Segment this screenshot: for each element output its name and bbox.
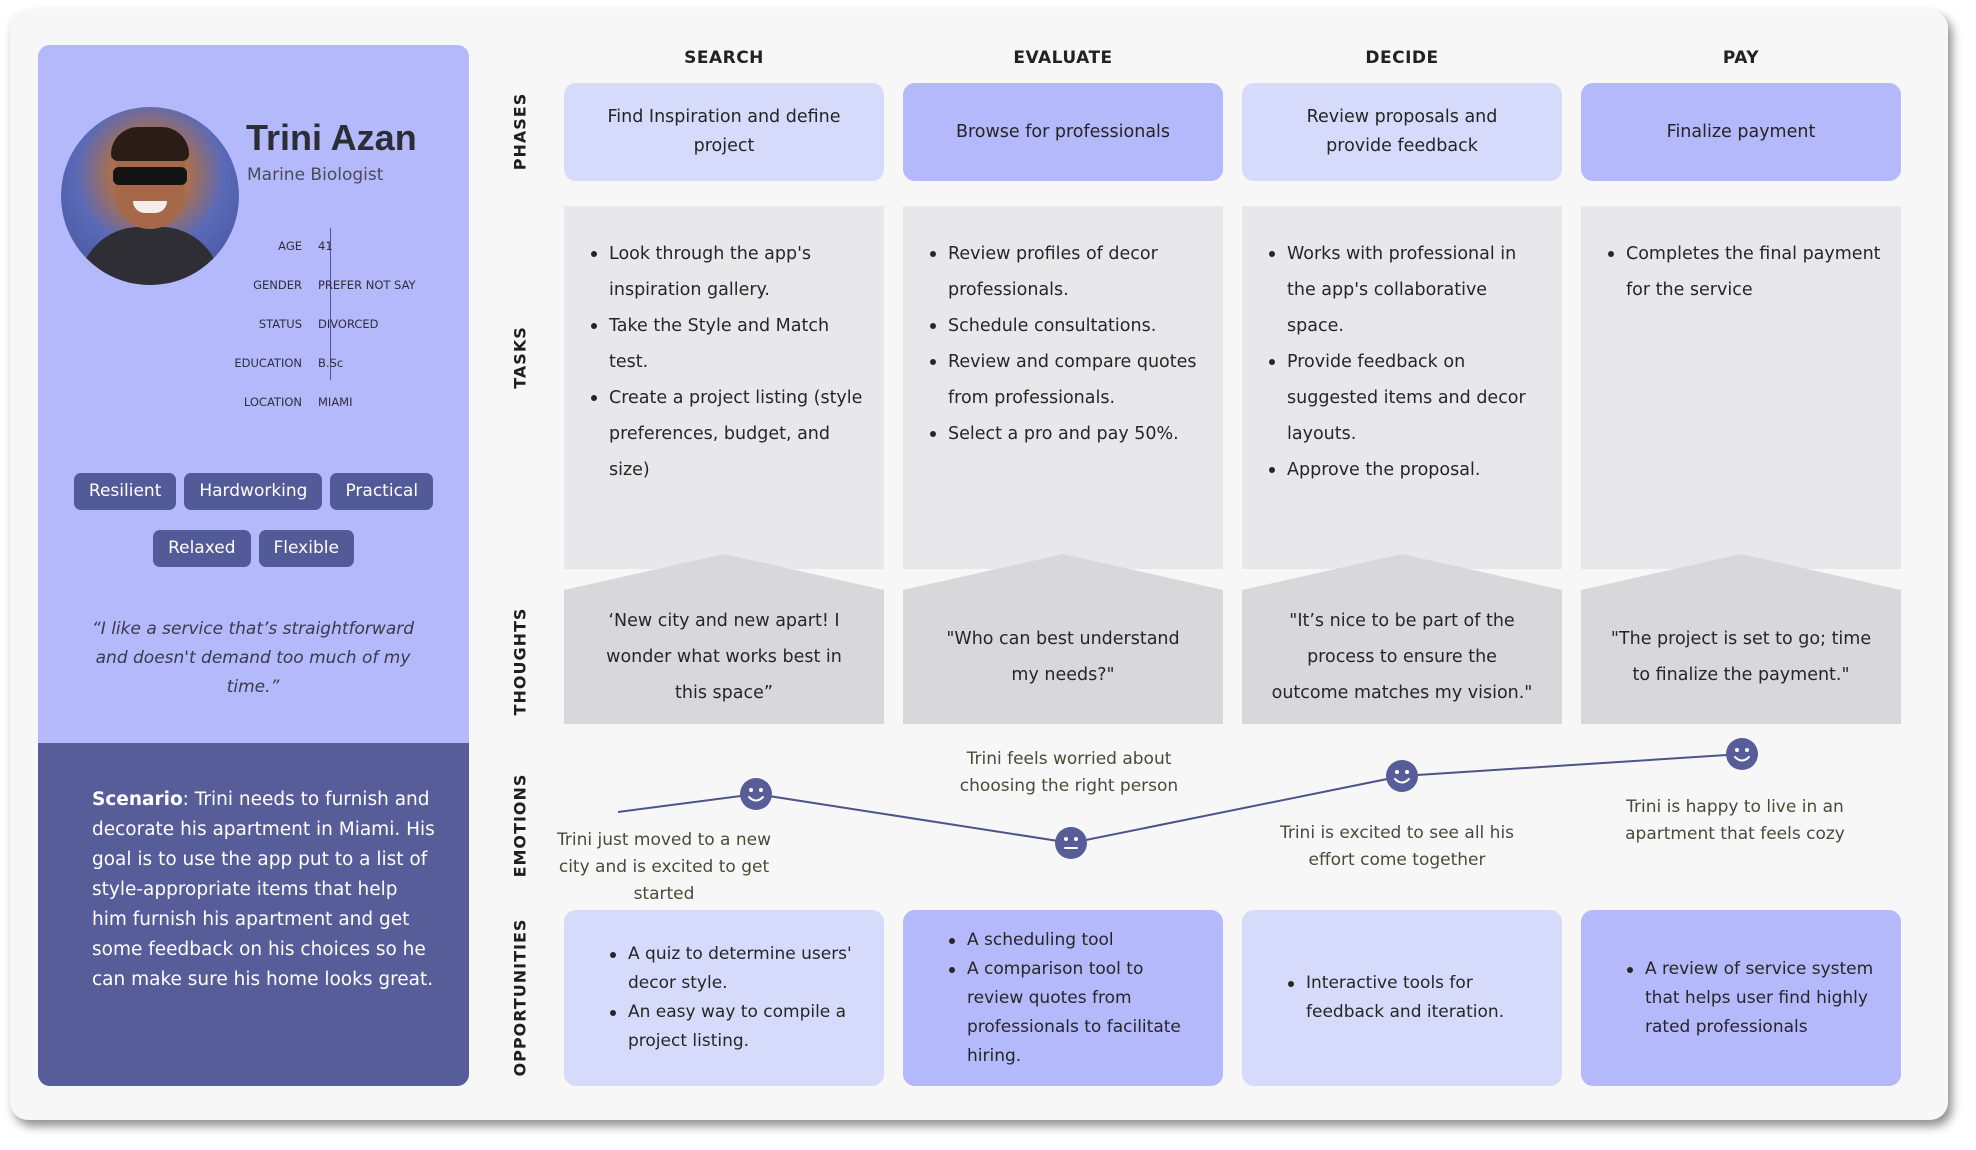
thought-text: ‘New city and new apart! I wonder what w… [606,611,842,703]
facts-divider [330,228,331,380]
opportunity-item: A scheduling tool [947,926,1203,955]
scenario-text: Scenario: Trini needs to furnish and dec… [92,785,437,995]
task-item: Completes the final payment for the serv… [1606,236,1881,308]
task-item: Provide feedback on suggested items and … [1267,344,1542,452]
persona-name: Trini Azan [246,117,417,158]
fact-label: STATUS [258,317,302,331]
emotion-caption-decide: Trini is excited to see all his effort c… [1279,823,1515,870]
row-label-emotions: EMOTIONS [510,773,530,878]
column-heading-pay: PAY [1722,48,1760,68]
fact-value: 41 [318,239,333,253]
fact-value: PREFER NOT SAY [318,278,416,292]
opportunity-item: An easy way to compile a project listing… [608,998,864,1056]
thought-card-decide: "It’s nice to be part of the process to … [1242,554,1562,724]
task-item: Take the Style and Match test. [589,308,864,380]
row-label-opportunities: OPPORTUNITIES [510,918,530,1077]
persona-panel: Trini Azan Marine Biologist AGE 41 GENDER… [38,45,469,1086]
task-item: Create a project listing (style preferen… [589,380,864,488]
opportunity-item: A review of service system that helps us… [1625,955,1881,1042]
column-heading-search: SEARCH [684,48,764,68]
fact-label: GENDER [253,278,302,292]
fact-status: STATUS DIVORCED [158,305,458,344]
task-item: Review profiles of decor professionals. [928,236,1203,308]
thought-text: "The project is set to go; time to final… [1610,629,1872,685]
phase-card-decide: Review proposals and provide feedback [1242,83,1562,181]
scenario-panel [38,743,469,1086]
fact-label: LOCATION [243,395,302,409]
row-label-tasks: TASKS [510,326,530,389]
opportunity-card-pay: A review of service system that helps us… [1581,910,1901,1086]
fact-label: AGE [278,239,302,253]
trait-tag: Practical [330,473,434,510]
phase-card-pay: Finalize payment [1581,83,1901,181]
emotion-caption-search: Trini just moved to a new city and is ex… [556,830,772,904]
tasks-card-pay: Completes the final payment for the serv… [1581,206,1901,569]
fact-value: MIAMI [318,395,353,409]
task-item: Approve the proposal. [1267,452,1542,488]
opportunity-item: A comparison tool to review quotes from … [947,955,1203,1071]
persona-quote: “I like a service that’s straightforward… [91,619,415,697]
persona-traits: Resilient Hardworking Practical Relaxed … [38,473,469,587]
trait-tag: Resilient [73,473,177,510]
phase-card-search: Find Inspiration and define project [564,83,884,181]
scenario-label: Scenario [92,789,183,810]
trait-tag: Flexible [258,530,354,567]
trait-tag: Hardworking [184,473,323,510]
task-item: Works with professional in the app's col… [1267,236,1542,344]
fact-value: DIVORCED [318,317,379,331]
opportunity-card-search: A quiz to determine users' decor style. … [564,910,884,1086]
fact-location: LOCATION MIAMI [158,383,458,422]
column-heading-evaluate: EVALUATE [1013,48,1113,68]
thought-card-evaluate: "Who can best understand my needs?" [903,554,1223,724]
row-label-phases: PHASES [510,92,530,171]
task-item: Review and compare quotes from professio… [928,344,1203,416]
fact-label: EDUCATION [234,356,302,370]
phase-card-evaluate: Browse for professionals [903,83,1223,181]
persona-role: Marine Biologist [247,165,384,185]
trait-tag: Relaxed [153,530,251,567]
thought-card-pay: "The project is set to go; time to final… [1581,554,1901,724]
task-item: Look through the app's inspiration galle… [589,236,864,308]
fact-gender: GENDER PREFER NOT SAY [158,266,458,305]
scenario-body: : Trini needs to furnish and decorate hi… [92,789,435,990]
fact-education: EDUCATION B.Sc [158,344,458,383]
fact-value: B.Sc [318,356,344,370]
task-item: Select a pro and pay 50%. [928,416,1203,452]
thought-text: "Who can best understand my needs?" [946,629,1180,685]
emotion-caption-evaluate: Trini feels worried about choosing the r… [959,749,1179,796]
thought-text: "It’s nice to be part of the process to … [1271,611,1533,703]
emotion-caption-pay: Trini is happy to live in an apartment t… [1625,797,1845,844]
task-item: Schedule consultations. [928,308,1203,344]
persona-avatar [61,107,239,285]
persona-facts: AGE 41 GENDER PREFER NOT SAY STATUS DIVORCE… [158,227,458,422]
thought-card-search: ‘New city and new apart! I wonder what w… [564,554,884,724]
opportunity-item: A quiz to determine users' decor style. [608,940,864,998]
opportunity-item: Interactive tools for feedback and itera… [1286,969,1542,1027]
tasks-card-evaluate: Review profiles of decor professionals. … [903,206,1223,569]
tasks-card-search: Look through the app's inspiration galle… [564,206,884,569]
fact-age: AGE 41 [158,227,458,266]
opportunity-card-evaluate: A scheduling tool A comparison tool to r… [903,910,1223,1086]
opportunity-card-decide: Interactive tools for feedback and itera… [1242,910,1562,1086]
column-heading-decide: DECIDE [1365,48,1439,68]
tasks-card-decide: Works with professional in the app's col… [1242,206,1562,569]
